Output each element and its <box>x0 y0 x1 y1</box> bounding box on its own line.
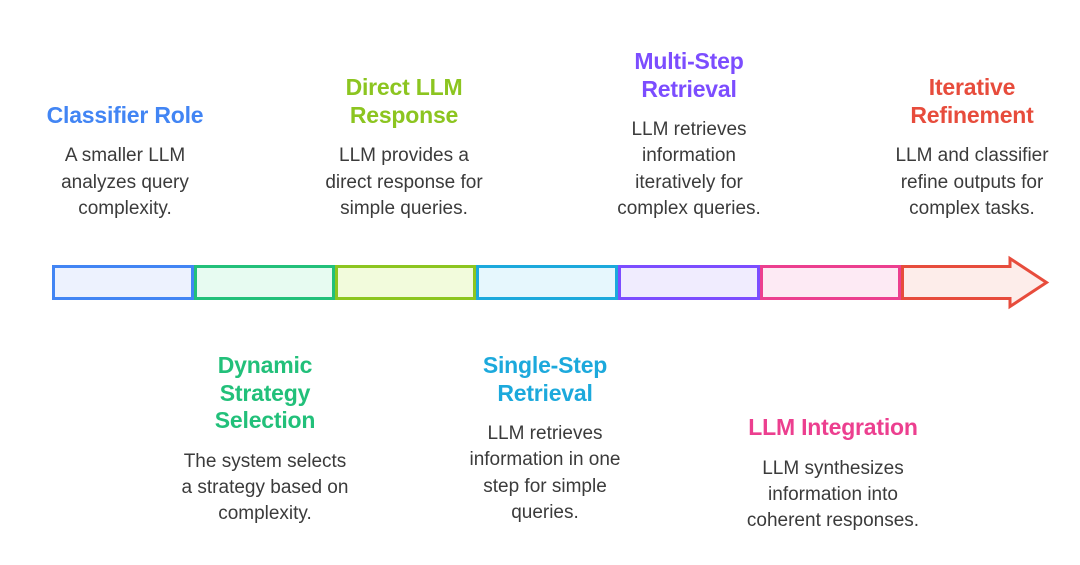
label-desc-iterative-refinement: LLM and classifier refine outputs for co… <box>895 145 1049 219</box>
label-desc-llm-integration: LLM synthesizes information into coheren… <box>746 457 920 532</box>
arrow-svg <box>52 255 1050 310</box>
arrow-segment-single-step-retrieval <box>476 265 618 300</box>
label-block-llm-integration: LLM Integration LLM synthesizes informat… <box>718 414 948 534</box>
arrow-segment-iterative-refinement <box>901 255 1050 310</box>
label-block-multi-step-retrieval: Multi-Step Retrieval LLM retrieves infor… <box>574 48 804 222</box>
label-desc-classifier-role: A smaller LLM analyzes query complexity. <box>61 145 189 219</box>
arrow-segment-dynamic-strategy-selection <box>194 265 335 300</box>
label-desc-single-step-retrieval: LLM retrieves information in one step fo… <box>469 423 621 523</box>
label-block-direct-llm-response: Direct LLM Response LLM provides a direc… <box>289 74 519 222</box>
label-title-llm-integration: LLM Integration <box>748 414 918 440</box>
label-block-classifier-role: Classifier Role A smaller LLM analyzes q… <box>10 102 240 222</box>
label-desc-direct-llm-response: LLM provides a direct response for simpl… <box>325 145 483 219</box>
label-block-dynamic-strategy-selection: Dynamic Strategy Selection The system se… <box>150 352 380 527</box>
label-title-dynamic-strategy-selection: Dynamic Strategy Selection <box>214 352 316 434</box>
arrow-segment-classifier-role <box>52 265 194 300</box>
label-title-single-step-retrieval: Single-Step Retrieval <box>482 352 608 406</box>
arrow-segment-llm-integration <box>760 265 901 300</box>
arrow-segment-direct-llm-response <box>335 265 476 300</box>
label-desc-multi-step-retrieval: LLM retrieves information iteratively fo… <box>617 119 761 219</box>
label-title-direct-llm-response: Direct LLM Response <box>345 74 463 128</box>
arrow-segment-multi-step-retrieval <box>618 265 760 300</box>
process-flow-arrow <box>52 252 1052 312</box>
label-title-iterative-refinement: Iterative Refinement <box>910 74 1034 128</box>
label-block-iterative-refinement: Iterative Refinement LLM and classifier … <box>857 74 1080 222</box>
label-desc-dynamic-strategy-selection: The system selects a strategy based on c… <box>181 450 349 525</box>
label-block-single-step-retrieval: Single-Step Retrieval LLM retrieves info… <box>430 352 660 526</box>
label-title-multi-step-retrieval: Multi-Step Retrieval <box>634 47 744 102</box>
label-title-classifier-role: Classifier Role <box>46 101 204 128</box>
